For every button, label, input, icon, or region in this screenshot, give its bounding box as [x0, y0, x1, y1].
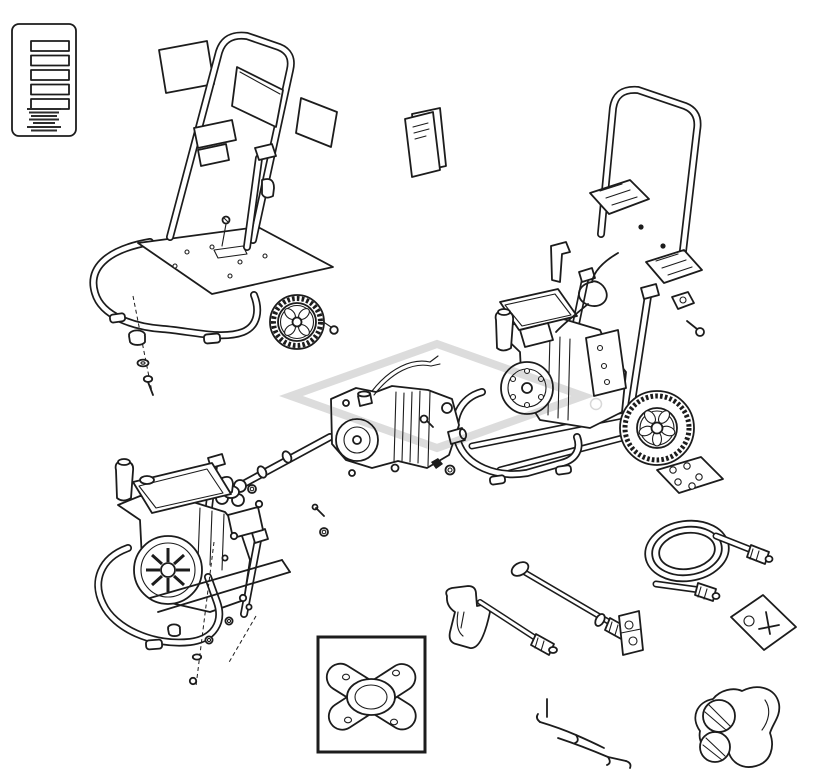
bracket-44 — [618, 610, 644, 656]
carburetor — [227, 506, 264, 539]
post-bracket — [261, 178, 275, 199]
cart-frame-assembly — [93, 36, 339, 396]
o-ring-34 — [247, 484, 257, 494]
engine-unit-left — [98, 453, 291, 687]
manual-48 — [404, 107, 447, 178]
handle-clamp — [197, 143, 230, 167]
diagram-artwork — [11, 23, 797, 769]
pin-17 — [638, 224, 644, 230]
spray-gun-39 — [445, 585, 558, 656]
plate-fine-print — [27, 108, 61, 132]
key-34 — [254, 499, 264, 509]
bolt-16 — [686, 320, 705, 337]
oil-jug — [114, 460, 135, 502]
high-pressure-hose-37 — [644, 519, 774, 602]
pump-small-hardware — [311, 399, 456, 537]
grip-13-lower — [645, 249, 703, 284]
decal-19 — [231, 66, 284, 128]
fuel-tank-45 — [132, 462, 232, 514]
lock-pin-18 — [550, 241, 571, 283]
decal-21 — [295, 97, 338, 148]
knob-14 — [671, 291, 695, 310]
plate-fields — [30, 40, 70, 110]
grip-49 — [694, 686, 781, 768]
mounting-hardware — [167, 531, 257, 687]
fuel-cap — [139, 475, 155, 485]
wire-leads-25 — [371, 355, 441, 396]
muffler — [585, 329, 627, 397]
axle-bolt-10 — [324, 322, 339, 335]
watermark-diamond — [279, 339, 595, 453]
shaft-ring — [256, 465, 268, 479]
kit-card-47 — [730, 594, 797, 651]
watermark — [279, 339, 603, 453]
spec-data-plate-decal — [11, 23, 77, 137]
handle-clamp — [193, 119, 237, 149]
grip-13-upper — [589, 179, 650, 215]
shaft-ring — [281, 450, 293, 464]
handle-4-assembly — [550, 90, 705, 337]
flange-detail-box-35 — [316, 635, 427, 754]
decal-20 — [158, 40, 215, 94]
cable-26 — [555, 252, 619, 333]
wheel-9 — [269, 294, 325, 350]
air-cleaner — [519, 322, 554, 348]
flywheel — [133, 535, 203, 605]
wheel-rear — [619, 390, 695, 466]
pressure-washer-unit — [455, 252, 695, 486]
hex-bolt — [441, 402, 453, 414]
wand-46 — [510, 561, 629, 641]
handle-cap-15 — [254, 143, 277, 161]
wire-rod-11 — [535, 698, 632, 769]
pin-17 — [660, 243, 666, 249]
registered-mark-icon — [589, 397, 603, 411]
plate-decal-slot — [213, 245, 248, 259]
screw-50 — [221, 215, 231, 247]
plate-52 — [656, 456, 724, 494]
oil-jug — [494, 310, 515, 352]
base-plate — [137, 226, 334, 295]
pump-inlet-36 — [357, 390, 373, 407]
foot-hardware — [128, 295, 154, 396]
